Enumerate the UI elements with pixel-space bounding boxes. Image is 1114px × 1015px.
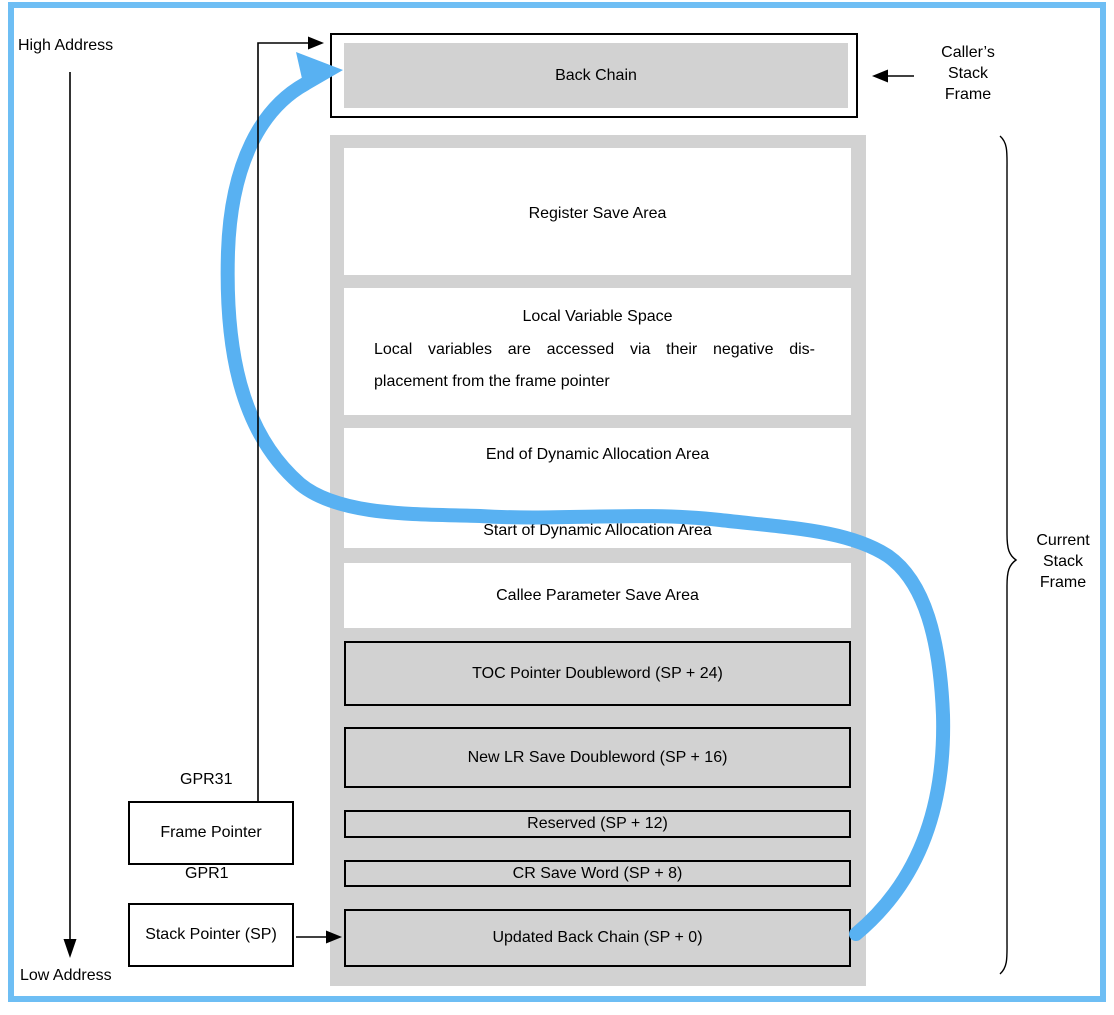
caller-stack-frame-box: Back Chain — [330, 33, 858, 118]
stack-pointer-box: Stack Pointer (SP) — [128, 903, 294, 967]
new-lr-save-label: New LR Save Doubleword (SP + 16) — [467, 748, 728, 766]
stack-pointer-label: Stack Pointer (SP) — [145, 926, 277, 943]
callee-parameter-save-area-row: Callee Parameter Save Area — [344, 563, 851, 628]
local-variable-space-title: Local Variable Space — [522, 308, 673, 325]
callers-label-line1: Caller’s — [941, 44, 995, 61]
current-stack-frame-label: Current Stack Frame — [1024, 530, 1102, 593]
callers-label-line2: Stack — [947, 65, 988, 82]
callers-stack-frame-label: Caller’s Stack Frame — [920, 42, 1016, 105]
high-address-label: High Address — [18, 37, 114, 54]
dynamic-allocation-row: End of Dynamic Allocation Area Start of … — [344, 428, 851, 548]
updated-back-chain-label: Updated Back Chain (SP + 0) — [492, 929, 703, 946]
local-variable-body-line1: Local variables are accessed via their n… — [374, 341, 815, 358]
callee-parameter-save-area-label: Callee Parameter Save Area — [496, 586, 699, 604]
current-label-line2: Stack — [1042, 553, 1083, 570]
low-address-label: Low Address — [20, 967, 112, 984]
reserved-label: Reserved (SP + 12) — [527, 815, 668, 832]
frame-pointer-box: Frame Pointer — [128, 801, 294, 865]
updated-back-chain-row: Updated Back Chain (SP + 0) — [344, 909, 851, 967]
callers-label-line3: Frame — [944, 86, 992, 103]
toc-pointer-label: TOC Pointer Doubleword (SP + 24) — [472, 664, 723, 682]
dynamic-allocation-start-label: Start of Dynamic Allocation Area — [483, 522, 712, 539]
current-label-line1: Current — [1036, 532, 1090, 549]
cr-save-word-row: CR Save Word (SP + 8) — [344, 860, 851, 887]
current-label-line3: Frame — [1039, 574, 1087, 591]
register-save-area-label: Register Save Area — [528, 205, 667, 222]
current-stack-frame-container: Register Save Area Local Variable Space … — [330, 135, 866, 986]
gpr31-label: GPR31 — [180, 771, 233, 788]
diagram-outer-border — [8, 2, 1106, 1002]
local-variable-space-row: Local Variable Space Local variables are… — [344, 288, 851, 415]
register-save-area-row: Register Save Area — [344, 148, 851, 275]
cr-save-word-label: CR Save Word (SP + 8) — [512, 864, 683, 882]
back-chain-cell: Back Chain — [344, 43, 848, 108]
reserved-row: Reserved (SP + 12) — [344, 810, 851, 838]
dynamic-allocation-end-label: End of Dynamic Allocation Area — [485, 446, 710, 463]
frame-pointer-label: Frame Pointer — [160, 824, 262, 841]
gpr1-label: GPR1 — [185, 865, 229, 882]
toc-pointer-row: TOC Pointer Doubleword (SP + 24) — [344, 641, 851, 706]
new-lr-save-row: New LR Save Doubleword (SP + 16) — [344, 727, 851, 788]
local-variable-body-line2: placement from the frame pointer — [374, 373, 610, 390]
